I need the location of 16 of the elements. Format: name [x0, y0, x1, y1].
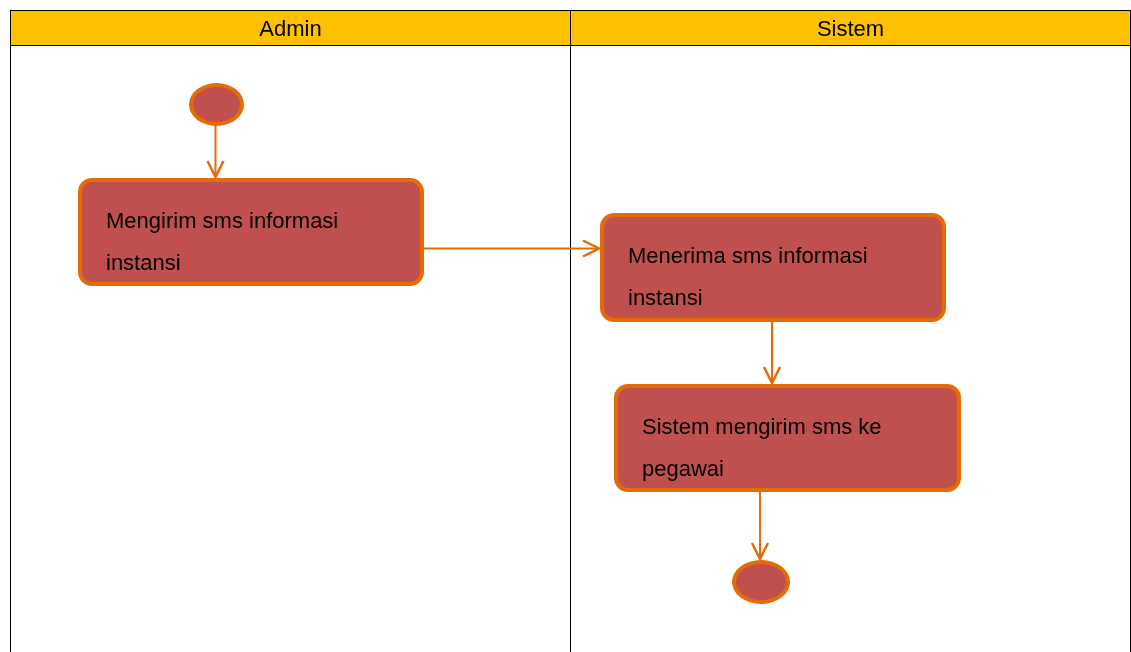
activity-label: Sistem mengirim sms ke pegawai: [642, 413, 883, 483]
swimlane: [570, 10, 1131, 652]
activity-box: [614, 384, 961, 492]
activity-label: Mengirim sms informasi instansi: [106, 207, 340, 277]
lane-title: Sistem: [815, 16, 886, 42]
arrow: [750, 490, 770, 561]
activity-box: [78, 178, 424, 286]
lane-title: Admin: [258, 16, 323, 42]
swimlane: [10, 10, 571, 652]
activity-node-circle: [189, 83, 244, 126]
arrow: [762, 320, 782, 385]
arrow: [422, 239, 601, 258]
activity-box: [600, 213, 946, 322]
activity-label: Menerima sms informasi instansi: [628, 242, 869, 312]
arrow: [206, 124, 225, 179]
activity-node-circle: [732, 560, 790, 604]
